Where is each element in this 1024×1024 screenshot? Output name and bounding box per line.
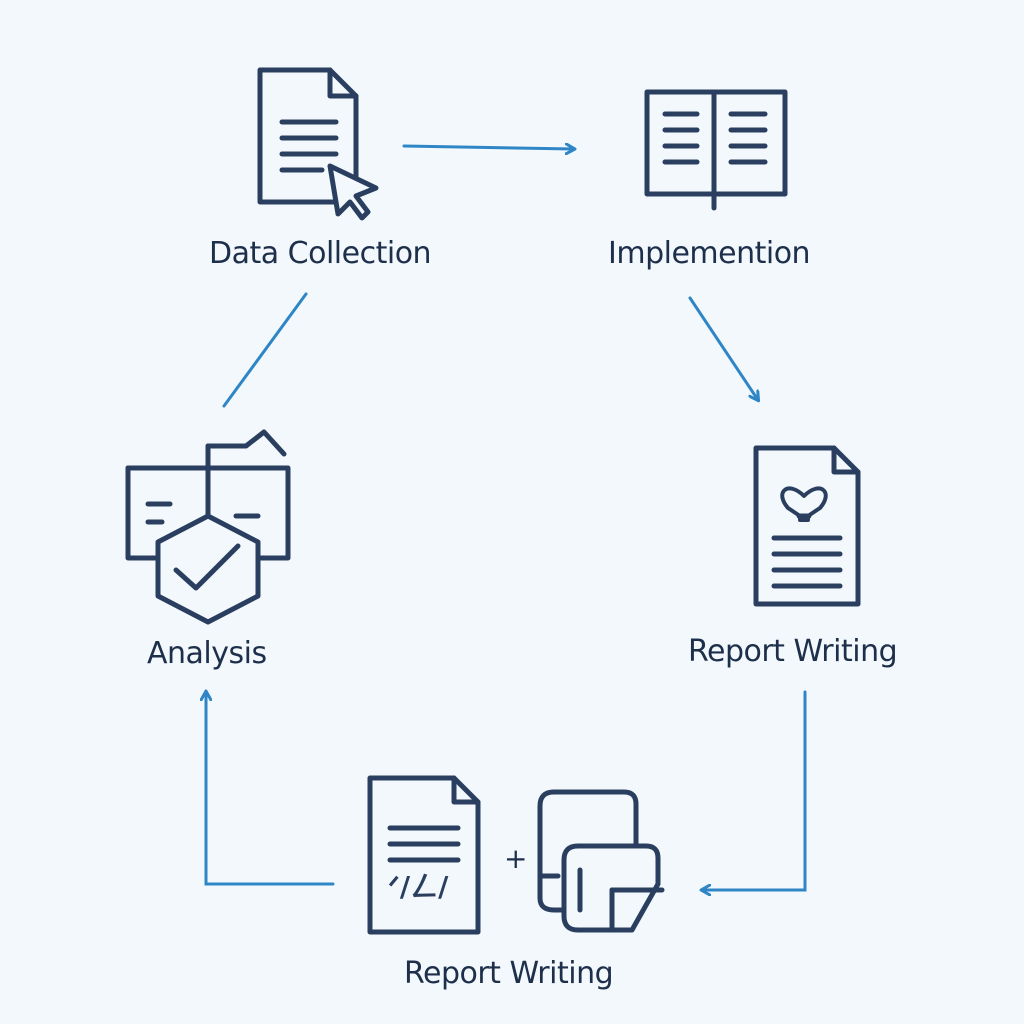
- open-book-icon: [644, 89, 788, 211]
- arrow-report-to-bottom: [702, 690, 807, 890]
- arrow-implementation-to-report: [688, 296, 758, 400]
- node-label-implementation: Implemention: [608, 236, 811, 271]
- document-cursor-icon: [257, 67, 379, 221]
- node-label-report-writing-right: Report Writing: [688, 634, 898, 669]
- node-label-data-collection: Data Collection: [209, 236, 432, 271]
- hexagon-check-icon: [125, 429, 291, 625]
- document-scribble-icon: ᐟ/ㄥ/: [367, 775, 481, 935]
- node-label-report-writing-bottom: Report Writing: [404, 956, 614, 991]
- arrow-analysis-to-collection: [222, 292, 308, 408]
- documents-copy-icon: [537, 789, 665, 933]
- arrow-bottom-to-analysis: [206, 692, 335, 886]
- plus-glyph: +: [504, 842, 527, 875]
- node-label-analysis: Analysis: [147, 636, 267, 671]
- document-lightbulb-icon: [753, 445, 861, 607]
- document-scribble-text: ᐟ/ㄥ/: [388, 870, 449, 903]
- arrow-collection-to-implementation: [402, 146, 574, 149]
